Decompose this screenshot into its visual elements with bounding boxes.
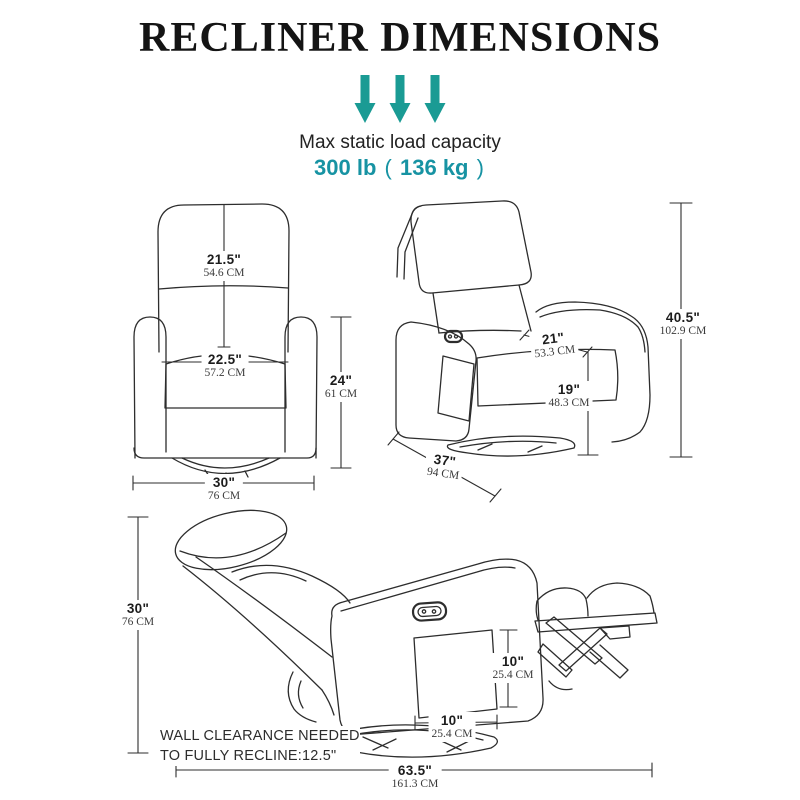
dim-front-seat-width: 22.5" 57.2 CM (201, 351, 249, 381)
capacity-close-paren: ) (476, 155, 484, 180)
capacity-value: 300 lb ( 136 kg ) (0, 155, 800, 181)
power-button-icon (443, 329, 464, 344)
wall-clearance-line1: WALL CLEARANCE NEEDED (160, 728, 360, 744)
dim-side-seat-height: 19" 48.3 CM (545, 381, 593, 411)
wall-clearance-note: WALL CLEARANCE NEEDED TO FULLY RECLINE:1… (160, 726, 360, 766)
down-arrow-icon (354, 75, 446, 123)
dim-front-back-height: 21.5" 54.6 CM (200, 251, 248, 281)
dim-reclined-pocket-height: 10" 25.4 CM (489, 653, 537, 683)
power-button-icon (411, 601, 448, 622)
reclined-view-drawing (174, 509, 658, 758)
side-view-drawing (395, 200, 651, 457)
dim-reclined-pocket-width: 10" 25.4 CM (428, 712, 476, 742)
dim-side-seat-depth: 21" 53.3 CM (528, 327, 580, 363)
capacity-open-paren: ( (384, 155, 392, 180)
side-pocket-outline (413, 629, 498, 719)
dim-front-overall-width: 30" 76 CM (204, 474, 244, 504)
wall-clearance-line2: TO FULLY RECLINE:12.5" (160, 748, 337, 764)
dim-side-overall-height: 40.5" 102.9 CM (656, 309, 710, 339)
dim-front-arm-height: 24" 61 CM (321, 372, 361, 402)
page-title: RECLINER DIMENSIONS (139, 15, 661, 61)
capacity-kg: 136 kg (400, 155, 469, 180)
dim-reclined-length: 63.5" 161.3 CM (388, 762, 442, 792)
dim-side-overall-depth: 37" 94 CM (422, 449, 466, 485)
capacity-lb: 300 lb (314, 155, 377, 180)
dim-reclined-height: 30" 76 CM (118, 600, 158, 630)
capacity-subtitle: Max static load capacity (299, 132, 501, 153)
front-view-drawing (133, 203, 318, 480)
